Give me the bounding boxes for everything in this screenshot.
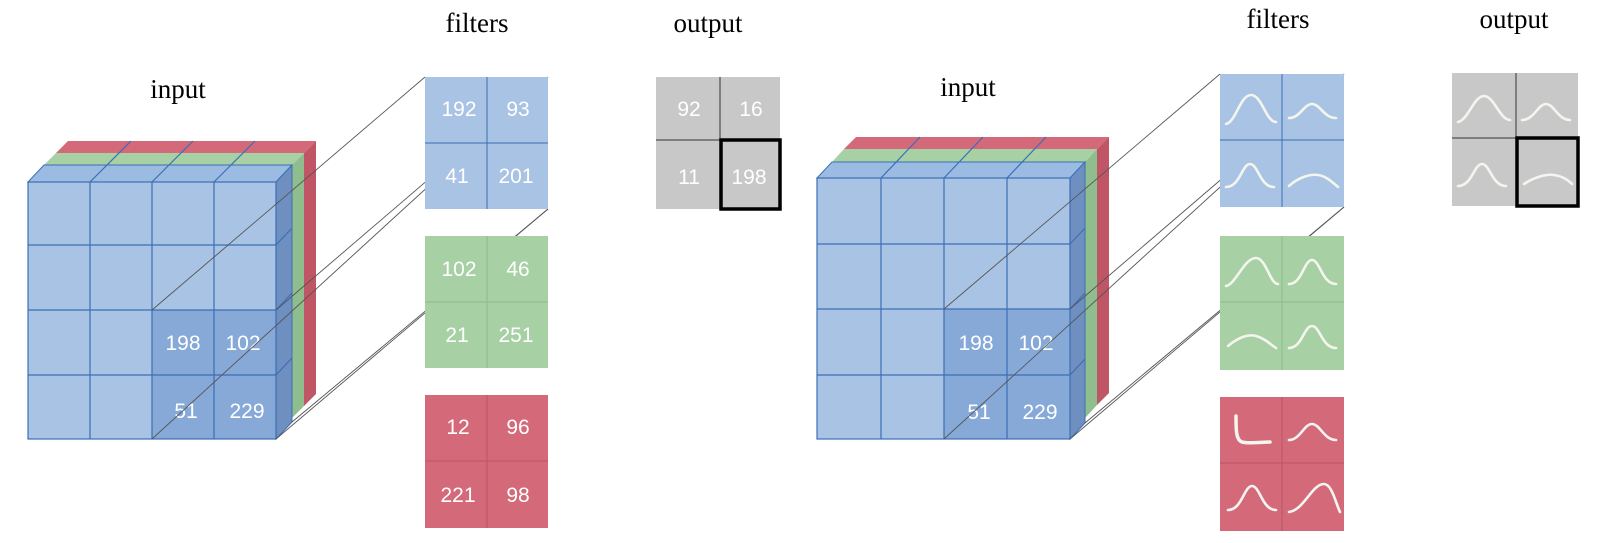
output-highlight-box <box>1515 136 1580 208</box>
filters-label: filters <box>1247 4 1310 34</box>
red-layer-top <box>56 141 316 153</box>
input-volume: 198 102 51 229 <box>815 136 1109 441</box>
left-panel: input filters output <box>26 8 782 528</box>
filter-value: 251 <box>498 324 533 347</box>
filters-label: filters <box>446 8 509 38</box>
filter-value: 41 <box>445 165 468 188</box>
filter-value: 21 <box>445 324 468 347</box>
flat-arc-icon <box>1287 173 1340 189</box>
filter-value: 46 <box>506 258 529 281</box>
output-value: 92 <box>677 98 700 121</box>
small-bell-icon <box>1287 422 1338 442</box>
filter-red <box>1220 397 1344 531</box>
input-value: 229 <box>229 400 264 423</box>
red-layer-side <box>304 141 316 406</box>
green-layer-side <box>292 153 304 418</box>
output-highlight-box <box>719 138 782 211</box>
filter-value: 192 <box>441 98 476 121</box>
input-value: 102 <box>225 332 260 355</box>
wide-bell-icon <box>1224 256 1280 288</box>
filter-value: 98 <box>506 484 529 507</box>
filter-red: 12 96 221 98 <box>425 395 548 528</box>
wide-bell-icon <box>1224 93 1278 126</box>
right-panel: input filters output <box>815 4 1580 531</box>
input-value: 229 <box>1022 401 1057 424</box>
input-value: 198 <box>165 332 200 355</box>
red-layer-side <box>1097 137 1109 405</box>
filter-green <box>1220 236 1344 370</box>
filter-value: 96 <box>506 416 529 439</box>
small-bell-icon <box>1287 102 1338 120</box>
filter-green: 102 46 21 251 <box>425 236 548 368</box>
input-value: 198 <box>958 332 993 355</box>
filter-blue: 192 93 41 201 <box>425 77 548 209</box>
input-label: input <box>150 74 206 104</box>
input-value: 51 <box>174 400 197 423</box>
filter-value: 93 <box>506 98 529 121</box>
flat-arc-icon <box>1226 334 1278 350</box>
output-value: 11 <box>678 166 700 189</box>
flat-arc-icon <box>1522 173 1574 186</box>
output-label: output <box>1479 4 1549 34</box>
spike-left-icon <box>1234 414 1272 445</box>
green-layer-top <box>44 153 304 165</box>
narrow-bell-icon <box>1224 162 1276 189</box>
input-volume: 198 102 51 229 <box>26 140 316 441</box>
output-value: 198 <box>731 166 766 189</box>
output-map <box>1452 73 1580 208</box>
filter-value: 12 <box>446 416 469 439</box>
output-label: output <box>673 8 743 38</box>
small-bell-icon <box>1520 102 1572 122</box>
narrow-bell-icon <box>1226 484 1278 512</box>
filter-value: 102 <box>441 258 476 281</box>
output-map: 92 16 11 198 <box>656 77 782 211</box>
green-layer-top <box>832 149 1097 162</box>
wide-bell-icon <box>1287 482 1342 514</box>
filter-value: 221 <box>440 484 475 507</box>
green-layer-side <box>1085 149 1097 418</box>
input-label: input <box>940 72 996 102</box>
output-value: 16 <box>739 98 762 121</box>
narrow-bell-icon <box>1287 258 1338 286</box>
narrow-bell-icon <box>1287 324 1338 350</box>
input-value: 51 <box>967 401 990 424</box>
wide-bell-icon <box>1456 94 1512 124</box>
filter-value: 201 <box>498 165 533 188</box>
filter-blue <box>1220 74 1344 207</box>
narrow-bell-icon <box>1456 162 1508 188</box>
input-value: 102 <box>1018 332 1053 355</box>
